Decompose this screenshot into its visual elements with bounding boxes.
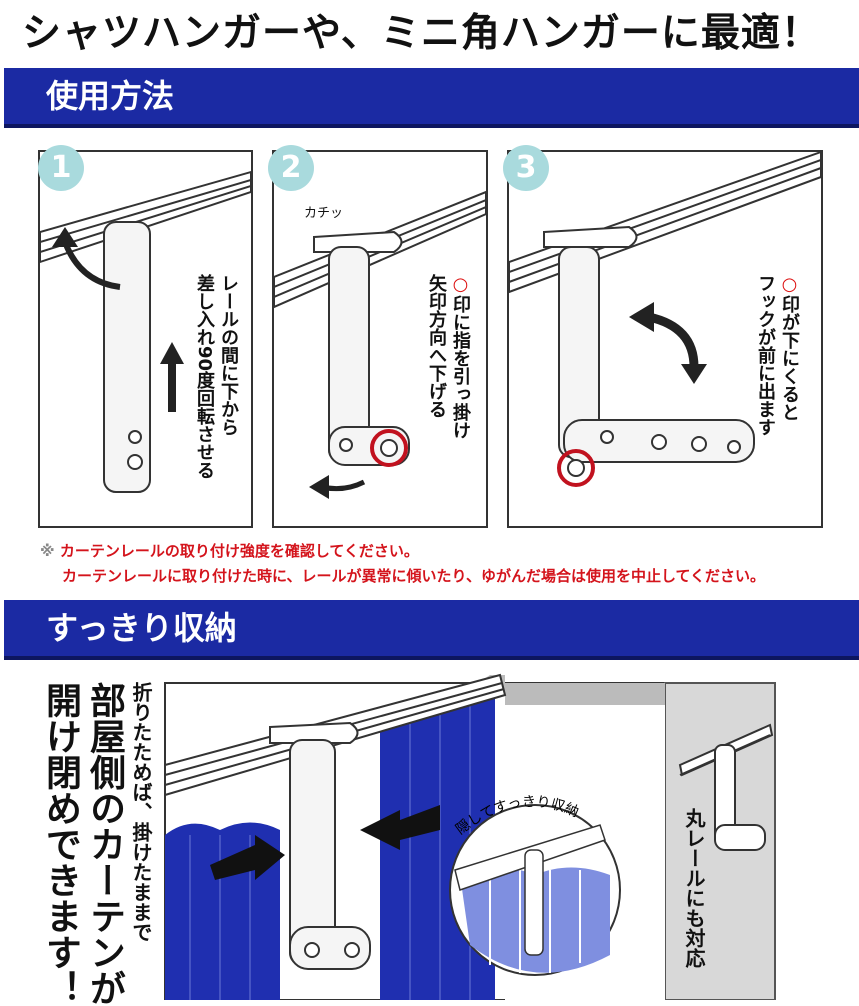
step-2-line-1: 印に指を引っ掛け: [450, 295, 471, 439]
section-header-usage: 使用方法: [4, 68, 859, 124]
section-header-storage: すっきり収納: [4, 600, 859, 656]
rotate-arrow-icon: [62, 240, 121, 290]
click-sound-label: カチッ: [304, 206, 344, 221]
page-title: シャツハンガーや、ミニ角ハンガーに最適！: [22, 11, 821, 56]
up-arrow-icon: [160, 342, 184, 412]
step-2-line-2: 矢印方向へ下げる: [426, 274, 447, 418]
step-1-instructions: レールの間に下から 差し入れ90度回転させる: [192, 274, 240, 479]
warning-note-1: ※ カーテンレールの取り付け強度を確認してください。: [40, 540, 419, 561]
right-arrow-icon: [210, 835, 285, 880]
warning-note-2: カーテンレールに取り付けた時に、レールが異常に傾いたり、ゆがんだ場合は使用を中止…: [62, 567, 766, 585]
step-1-panel: レールの間に下から 差し入れ90度回転させる: [38, 150, 253, 528]
step-3-illustration: [509, 152, 821, 487]
red-circle-mark: ○: [779, 274, 800, 295]
step-3-badge: 3: [503, 145, 549, 191]
note-line-1: カーテンレールの取り付け強度を確認してください。: [59, 542, 419, 560]
storage-illustration: 隠してすっきり収納: [164, 673, 776, 1000]
step-2-badge: 2: [268, 145, 314, 191]
step-3-line-2: フックが前に出ます: [755, 274, 776, 436]
left-arrow-icon: [360, 805, 440, 850]
storage-big-line-2: 開け閉めできます！: [40, 682, 81, 1006]
step-3-line-1: 印が下にくると: [779, 295, 800, 421]
red-circle-mark-icon: [370, 429, 408, 467]
curved-arrow-icon: [647, 312, 699, 368]
step-1-line-2: 差し入れ90度回転させる: [194, 274, 215, 480]
step-1-badge: 1: [38, 145, 84, 191]
step-2-instructions: ○印に指を引っ掛け 矢印方向へ下げる: [424, 274, 472, 439]
storage-small-line: 折りたためば、掛けたままで: [129, 682, 153, 942]
step-3-panel: ○印が下にくると フックが前に出ます: [507, 150, 823, 528]
red-circle-mark-icon: [557, 449, 595, 487]
left-arrow-icon: [460, 675, 665, 705]
step-1-illustration: [40, 170, 251, 493]
note-mark: ※: [40, 542, 55, 560]
storage-big-line-1: 部屋側のカーテンが: [84, 682, 125, 1006]
round-rail-label: 丸レールにも対応: [682, 808, 706, 968]
step-2-illustration: [274, 190, 486, 499]
step-2-panel: カチッ ○印に指を引っ掛け 矢印方向へ下げる: [272, 150, 488, 528]
red-circle-mark: ○: [450, 274, 471, 295]
step-1-line-1: レールの間に下から: [218, 274, 239, 436]
step-3-instructions: ○印が下にくると フックが前に出ます: [753, 274, 801, 436]
